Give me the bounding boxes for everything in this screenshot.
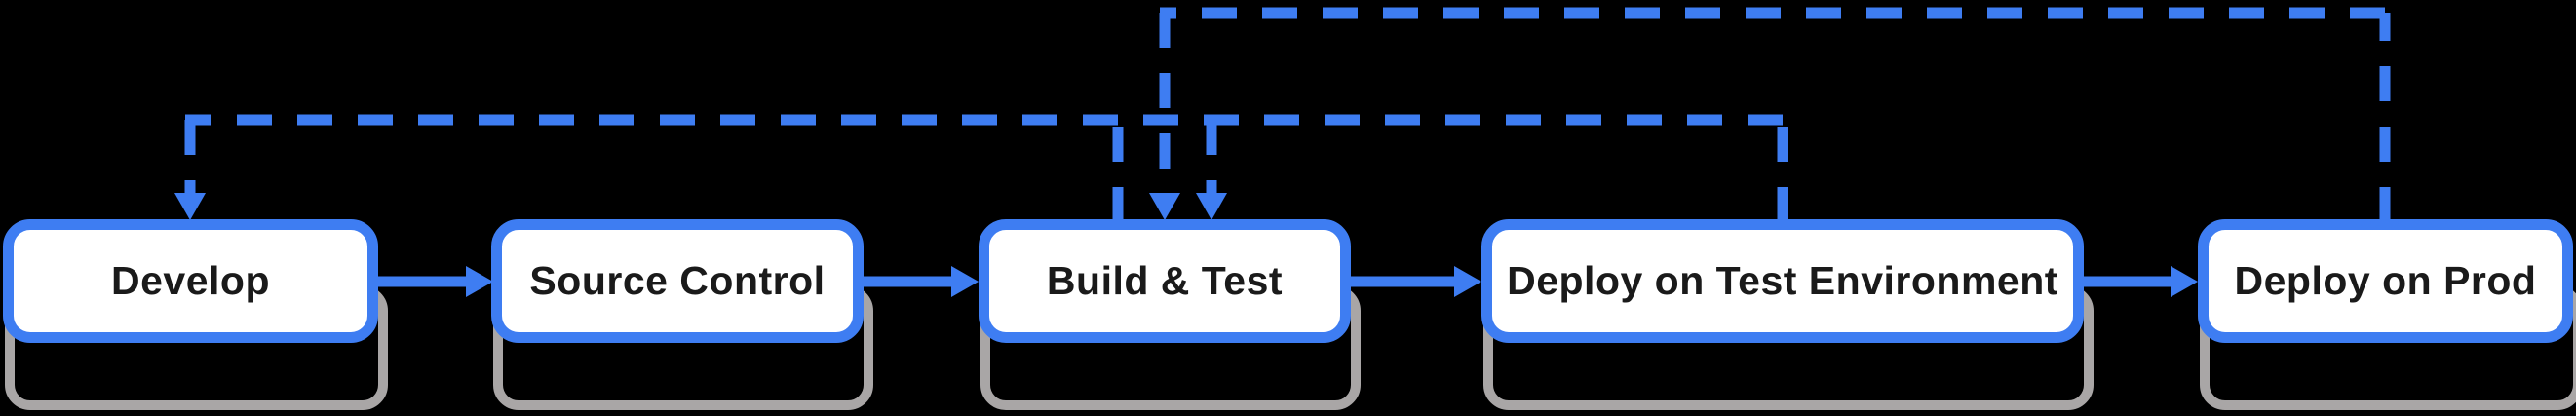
arrowhead-right-icon [2171,266,2198,297]
connector-source-control-to-build-and-test [864,266,979,297]
arrowhead-down-icon [1196,193,1227,220]
connector-deploy-on-test-environment-to-deploy-on-prod [2084,266,2198,297]
arrowhead-right-icon [1454,266,1481,297]
node-source-control-label: Source Control [529,258,826,303]
feedback-deploy-on-prod-to-build-and-test [1149,7,2391,222]
arrowhead-right-icon [466,266,493,297]
node-deploy-on-prod: Deploy on Prod [2198,219,2573,343]
node-deploy-on-prod-label: Deploy on Prod [2234,258,2537,303]
feedback-deploy-on-test-environment-to-build-and-test [1196,120,1788,222]
connector-build-and-test-to-deploy-on-test-environment [1351,266,1481,297]
node-source-control: Source Control [491,219,864,343]
node-build-and-test-label: Build & Test [1046,258,1284,303]
arrowhead-down-icon [174,193,206,220]
node-develop-label: Develop [111,258,270,303]
node-deploy-on-test-environment-label: Deploy on Test Environment [1507,258,2058,303]
arrowhead-right-icon [951,266,979,297]
node-deploy-on-test-environment: Deploy on Test Environment [1481,219,2084,343]
node-develop: Develop [3,219,378,343]
arrowhead-down-icon [1149,193,1180,220]
connector-develop-to-source-control [378,266,493,297]
feedback-build-and-test-to-develop [174,114,1783,222]
node-build-and-test: Build & Test [979,219,1351,343]
